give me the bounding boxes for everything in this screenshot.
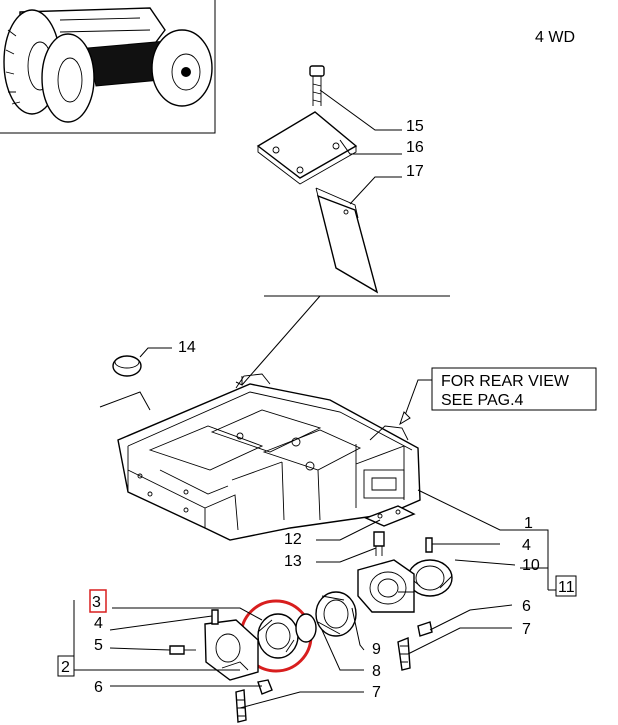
rear-view-note: FOR REAR VIEW SEE PAG.4 [399, 367, 597, 426]
callout-17: 17 [406, 163, 424, 180]
shield-plate-assembly [256, 65, 379, 294]
tractor-thumbnail [0, 0, 216, 134]
callout-6-right: 6 [522, 598, 531, 615]
note-line-2: SEE PAG.4 [441, 392, 524, 409]
callout-12: 12 [284, 531, 302, 548]
callout-4-left: 4 [94, 615, 103, 632]
callout-5: 5 [94, 637, 103, 654]
callout-2: 2 [61, 659, 70, 676]
bearing-support-left [169, 609, 273, 723]
callout-15: 15 [406, 118, 424, 135]
callout-box-11 [555, 575, 577, 597]
callout-10: 10 [522, 557, 540, 574]
front-axle-support-housing [117, 373, 421, 541]
callout-4-right: 4 [522, 537, 531, 554]
callout-7-right: 7 [522, 621, 531, 638]
seal-ring-9 [315, 591, 357, 637]
bearing-support-right [357, 559, 415, 613]
callout-9: 9 [372, 641, 381, 658]
callout-box-2 [57, 655, 75, 677]
callout-13: 13 [284, 553, 302, 570]
drive-type-label: 4 WD [535, 29, 575, 46]
callout-14: 14 [178, 339, 196, 356]
callout-1: 1 [524, 515, 533, 532]
callout-6-left: 6 [94, 679, 103, 696]
callout-16: 16 [406, 139, 424, 156]
plug-14 [112, 355, 142, 377]
callout-3: 3 [92, 594, 101, 611]
callout-8: 8 [372, 663, 381, 680]
callout-7-left: 7 [372, 684, 381, 701]
callout-11: 11 [558, 579, 575, 596]
callout-box-3 [89, 589, 107, 613]
note-line-1: FOR REAR VIEW [441, 373, 570, 390]
